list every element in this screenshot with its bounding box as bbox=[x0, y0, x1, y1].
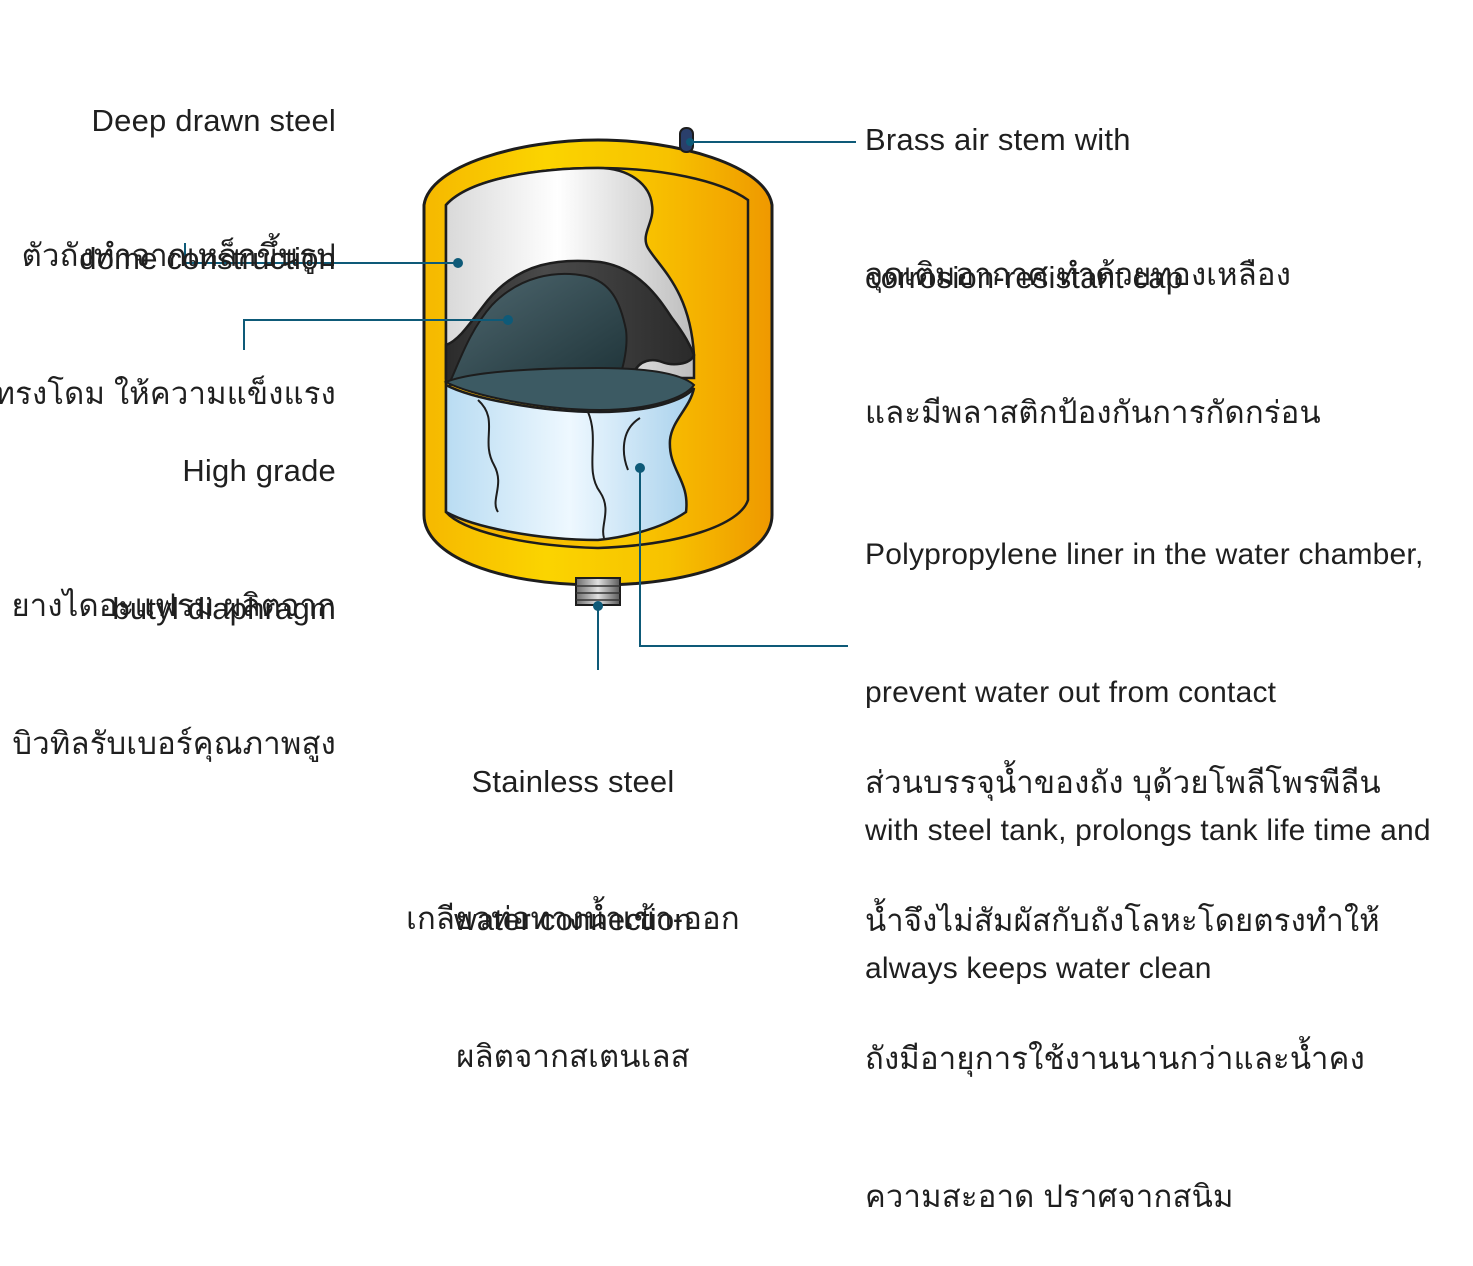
label-air-stem-th: จุดเติมอากาศ ทำด้วยทองเหลือง และมีพลาสติ… bbox=[865, 257, 1321, 430]
diaphragm-inner bbox=[449, 272, 628, 387]
tank-diagram bbox=[184, 127, 856, 670]
label-liner-en: Polypropylene liner in the water chamber… bbox=[865, 538, 1431, 985]
label-diaphragm-en: High grade butyl diaphragm bbox=[112, 453, 336, 626]
leader-dot-dome bbox=[453, 258, 463, 268]
label-connection-th: เกลียวท่อทางน้ำเข้า-ออก ผลิตจากสเตนเลส bbox=[406, 901, 740, 1074]
liner-fold-right bbox=[622, 417, 641, 471]
water-surface bbox=[443, 366, 696, 412]
label-dome-th: ตัวถังทำจากเหล็กขึ้นรูป ทรงโดม ให้ความแข… bbox=[0, 238, 336, 411]
leader-dot-liner bbox=[635, 463, 645, 473]
leader-line-diaphragm bbox=[243, 319, 508, 350]
label-air-stem-en: Brass air stem with corrosion-resistant … bbox=[865, 122, 1184, 295]
label-liner-th: ส่วนบรรจุน้ำของถัง บุด้วยโพลีโพรพีลีน น้… bbox=[865, 765, 1381, 1214]
label-diaphragm-th: ยางไดอะแฟรม ผลิตจาก บิวทิลรับเบอร์คุณภาพ… bbox=[11, 588, 336, 761]
leader-line-dome bbox=[184, 243, 458, 264]
liner-fold-mid bbox=[587, 411, 607, 539]
leader-dot-diaphragm bbox=[503, 315, 513, 325]
liner-fold-left bbox=[477, 399, 500, 513]
leader-dot-air-stem bbox=[686, 138, 694, 146]
leader-line-liner bbox=[639, 468, 848, 647]
label-dome-en: Deep drawn steel dome construction bbox=[79, 103, 336, 276]
leader-dot-connection bbox=[593, 601, 603, 611]
water-fitting bbox=[575, 577, 621, 606]
